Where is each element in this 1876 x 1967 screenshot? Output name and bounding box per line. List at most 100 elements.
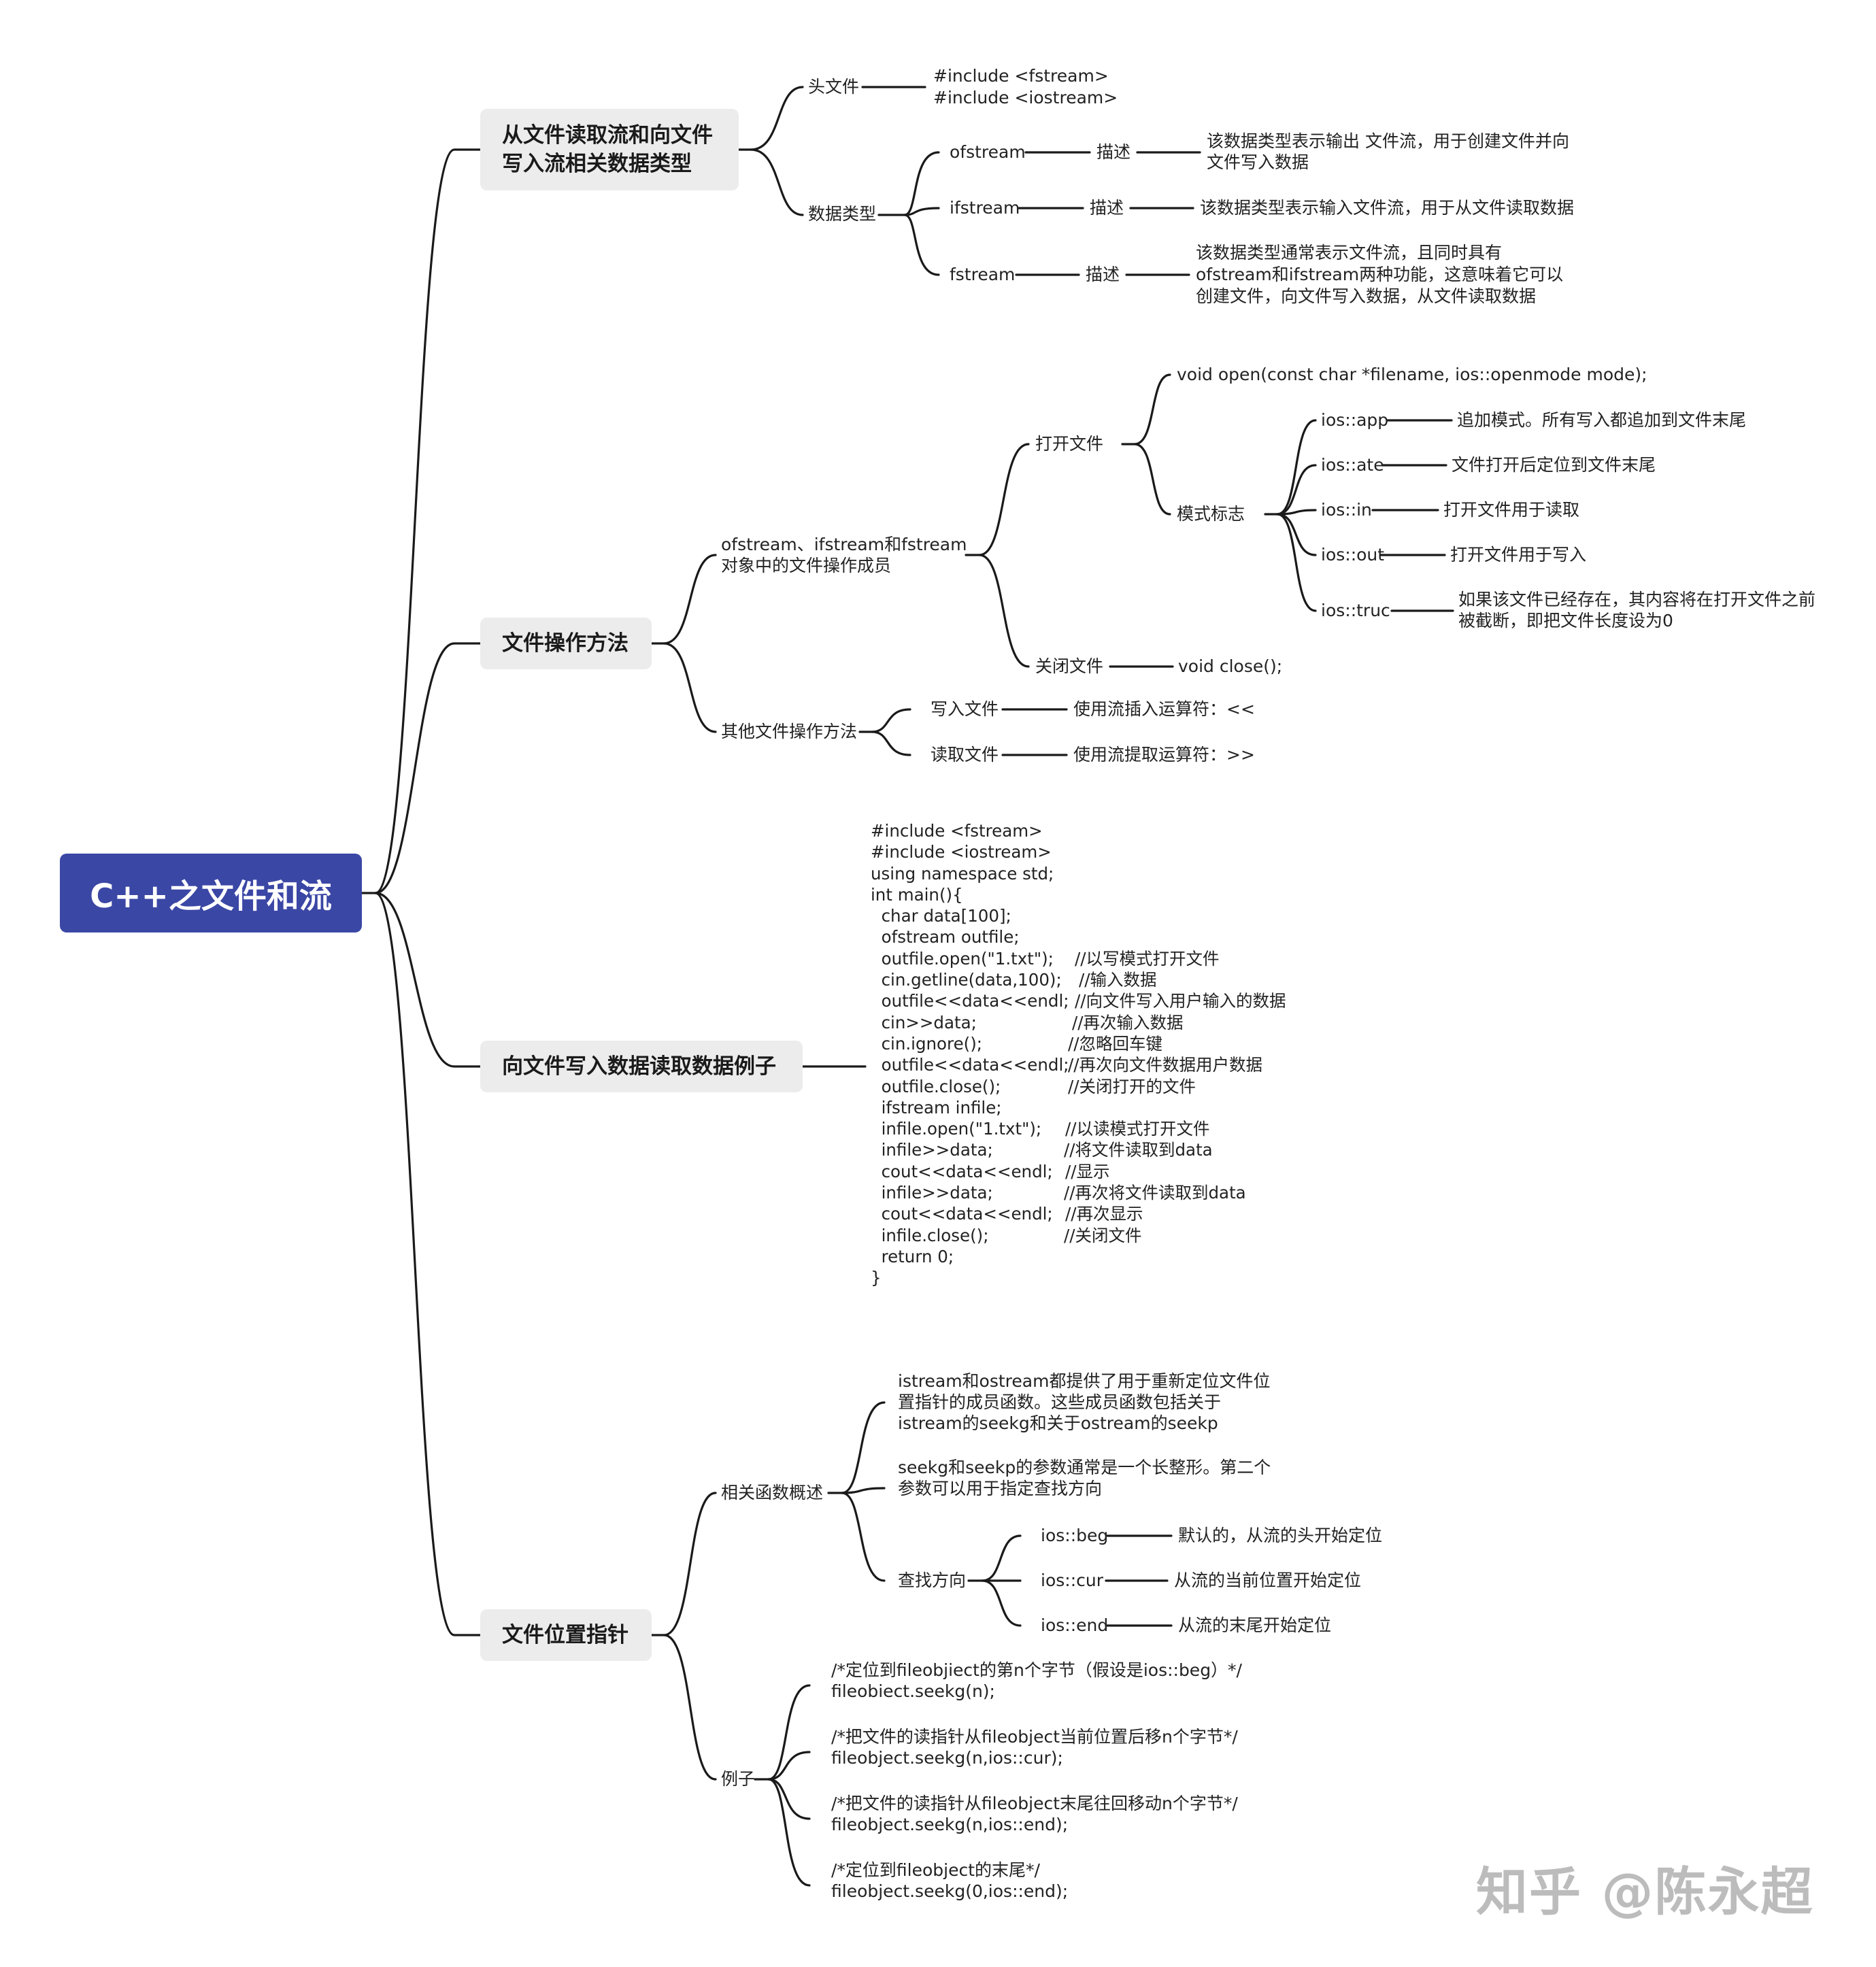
code-line: outfile.open("1.txt");//以写模式打开文件 (871, 948, 1220, 969)
node-function-overview[interactable]: 相关函数概述 (721, 1483, 824, 1502)
ios-truc-desc-line: 被截断，即把文件长度设为0 (1458, 611, 1673, 631)
code-comment: //关闭打开的文件 (1068, 1076, 1196, 1096)
node-file-members-line[interactable]: 对象中的文件操作成员 (721, 556, 892, 575)
topic-file-methods[interactable]: 文件操作方法 (480, 618, 652, 669)
code-example: #include <fstream>#include <iostream>usi… (871, 820, 1286, 1289)
node-ios-app[interactable]: ios::app (1321, 410, 1389, 430)
overview-p2-line: seekg和seekp的参数通常是一个长整形。第二个 (898, 1458, 1271, 1477)
node-ios-end[interactable]: ios::end (1041, 1615, 1109, 1635)
ios-cur-desc: 从流的当前位置开始定位 (1174, 1570, 1362, 1590)
overview-p1-line: 置指针的成员函数。这些成员函数包括关于 (898, 1392, 1222, 1412)
node-data-types[interactable]: 数据类型 (808, 204, 877, 224)
code-line: cout<<data<<endl;//再次显示 (871, 1204, 1143, 1224)
node-open-file[interactable]: 打开文件 (1035, 434, 1104, 454)
topic-title-line: 写入流相关数据类型 (502, 152, 692, 176)
example-comment: /*把文件的读指针从fileobject当前位置后移n个字节*/ (831, 1727, 1238, 1747)
node-ios-out[interactable]: ios::out (1321, 545, 1385, 565)
node-fstream-desc-label[interactable]: 描述 (1086, 265, 1120, 284)
code-line: ofstream outfile; (871, 927, 1020, 947)
fstream-desc-line: 该数据类型通常表示文件流，且同时具有 (1196, 243, 1503, 263)
ios-ate-desc: 文件打开后定位到文件末尾 (1452, 455, 1656, 475)
ofstream-desc-line: 该数据类型表示输出 文件流，用于创建文件并向 (1207, 131, 1569, 151)
node-mode-flags[interactable]: 模式标志 (1177, 504, 1245, 524)
node-ios-ate[interactable]: ios::ate (1321, 455, 1384, 475)
node-other-methods[interactable]: 其他文件操作方法 (721, 722, 858, 741)
code-line: infile.close();//关闭文件 (871, 1225, 1142, 1245)
code-line: cout<<data<<endl;//显示 (871, 1161, 1110, 1181)
read-file-desc: 使用流提取运算符：>> (1073, 745, 1255, 764)
code-line: infile>>data;//将文件读取到data (871, 1140, 1213, 1160)
code-line: #include <iostream> (871, 842, 1052, 862)
node-ios-truc[interactable]: ios::truc (1321, 601, 1390, 620)
ifstream-desc-line: 该数据类型表示输入文件流，用于从文件读取数据 (1200, 198, 1575, 218)
node-ios-beg[interactable]: ios::beg (1041, 1526, 1109, 1545)
example-comment: /*把文件的读指针从fileobject末尾往回移动n个字节*/ (831, 1794, 1238, 1813)
code-comment: //显示 (1065, 1161, 1110, 1181)
code-line: int main(){ (871, 884, 963, 905)
fstream-desc-line: ofstream和ifstream两种功能，这意味着它可以 (1196, 265, 1564, 284)
code-line: #include <fstream> (871, 821, 1043, 841)
topic-file-position-pointer[interactable]: 文件位置指针 (480, 1609, 652, 1661)
node-write-file[interactable]: 写入文件 (931, 699, 999, 719)
code-line: infile.open("1.txt");//以读模式打开文件 (871, 1119, 1210, 1139)
code-comment: //再次输入数据 (1072, 1012, 1184, 1032)
include-fstream: #include <fstream> (933, 66, 1109, 86)
code-comment: //再次向文件数据用户数据 (1068, 1055, 1263, 1075)
node-seek-direction[interactable]: 查找方向 (898, 1570, 967, 1590)
code-line: cin>>data;//再次输入数据 (871, 1012, 1184, 1032)
node-ifstream-desc-label[interactable]: 描述 (1090, 198, 1124, 218)
topic-stream-data-types[interactable]: 从文件读取流和向文件 写入流相关数据类型 (480, 109, 739, 190)
code-line: outfile.close();//关闭打开的文件 (871, 1076, 1196, 1096)
code-comment: //以写模式打开文件 (1075, 948, 1220, 969)
example-code: fileobject.seekg(n,ios::cur); (831, 1748, 1063, 1768)
node-ios-cur[interactable]: ios::cur (1041, 1570, 1103, 1590)
ios-out-desc: 打开文件用于写入 (1450, 545, 1587, 565)
node-ofstream[interactable]: ofstream (950, 142, 1026, 162)
code-comment: //将文件读取到data (1064, 1140, 1213, 1160)
node-examples[interactable]: 例子 (721, 1769, 756, 1789)
overview-p1-line: istream的seekg和关于ostream的seekp (898, 1413, 1218, 1433)
overview-p2-line: 参数可以用于指定查找方向 (898, 1479, 1103, 1498)
code-comment: //忽略回车键 (1068, 1033, 1163, 1054)
ios-in-desc: 打开文件用于读取 (1443, 500, 1580, 520)
code-line: } (871, 1268, 882, 1288)
write-file-desc: 使用流插入运算符：<< (1073, 699, 1255, 719)
topic-title: 文件操作方法 (502, 631, 629, 656)
code-line: cin.ignore();//忽略回车键 (871, 1033, 1163, 1054)
code-line: using namespace std; (871, 863, 1054, 884)
topic-title-line: 从文件读取流和向文件 (502, 123, 713, 148)
code-line: ifstream infile; (871, 1097, 1002, 1117)
code-comment: //再次显示 (1065, 1204, 1143, 1224)
node-ios-in[interactable]: ios::in (1321, 500, 1372, 520)
node-ifstream[interactable]: ifstream (950, 198, 1020, 218)
code-line: outfile<<data<<endl;//再次向文件数据用户数据 (871, 1055, 1263, 1075)
example-code: fileobiect.seekg(n); (831, 1681, 995, 1701)
node-read-file[interactable]: 读取文件 (931, 745, 999, 764)
code-line: char data[100]; (871, 906, 1011, 926)
open-signature: void open(const char *filename, ios::ope… (1177, 365, 1647, 384)
example-comment: /*定位到fileobjiect的第n个字节（假设是ios::beg）*/ (831, 1660, 1242, 1680)
code-line: infile>>data;//再次将文件读取到data (871, 1183, 1246, 1203)
example-code: fileobject.seekg(0,ios::end); (831, 1881, 1069, 1901)
node-file-members-line[interactable]: ofstream、ifstream和fstream (721, 535, 967, 554)
ios-beg-desc: 默认的，从流的头开始定位 (1178, 1526, 1383, 1545)
code-line: return 0; (871, 1246, 954, 1266)
topic-write-read-example[interactable]: 向文件写入数据读取数据例子 (480, 1041, 803, 1092)
code-comment: //向文件写入用户输入的数据 (1075, 991, 1286, 1011)
ios-end-desc: 从流的末尾开始定位 (1178, 1615, 1332, 1635)
node-close-file[interactable]: 关闭文件 (1035, 656, 1104, 676)
root-topic[interactable]: C++之文件和流 (60, 854, 362, 932)
example-code: fileobject.seekg(n,ios::end); (831, 1815, 1069, 1834)
code-comment: //以读模式打开文件 (1065, 1119, 1210, 1139)
code-comment: //关闭文件 (1064, 1225, 1142, 1245)
node-fstream[interactable]: fstream (950, 265, 1016, 284)
include-iostream: #include <iostream> (933, 88, 1118, 107)
node-header-files[interactable]: 头文件 (808, 77, 860, 97)
code-line: cin.getline(data,100);//输入数据 (871, 970, 1157, 990)
code-line: outfile<<data<<endl;//向文件写入用户输入的数据 (871, 991, 1286, 1011)
node-ofstream-desc-label[interactable]: 描述 (1096, 142, 1131, 162)
code-comment: //输入数据 (1079, 970, 1157, 990)
watermark: 知乎 @陈永超 (1476, 1862, 1814, 1922)
ios-truc-desc-line: 如果该文件已经存在，其内容将在打开文件之前 (1458, 590, 1816, 609)
